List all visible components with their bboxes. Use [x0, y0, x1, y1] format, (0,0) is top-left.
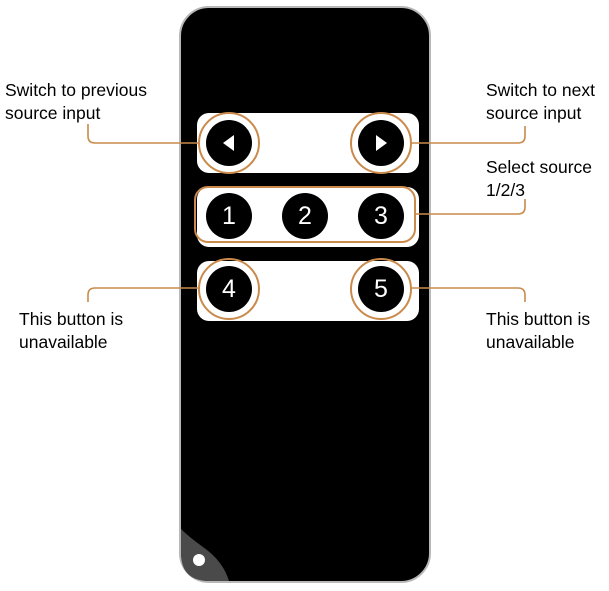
label-unavailable-right: This button is unavailable: [486, 309, 591, 352]
label-select-source: Select source 1/2/3: [486, 157, 593, 200]
label-unavailable-left: This button is unavailable: [19, 309, 124, 352]
button-5[interactable]: 5: [358, 266, 404, 312]
label-next-source: Switch to next source input: [486, 80, 595, 123]
label-previous-source: Switch to previous source input: [5, 80, 148, 123]
triangle-right-icon: [376, 135, 387, 151]
source-2-button[interactable]: 2: [282, 193, 328, 239]
button-4[interactable]: 4: [206, 266, 252, 312]
source-1-button[interactable]: 1: [206, 193, 252, 239]
previous-source-button[interactable]: [206, 120, 252, 166]
next-source-button[interactable]: [358, 120, 404, 166]
triangle-left-icon: [223, 135, 234, 151]
source-3-button[interactable]: 3: [358, 193, 404, 239]
